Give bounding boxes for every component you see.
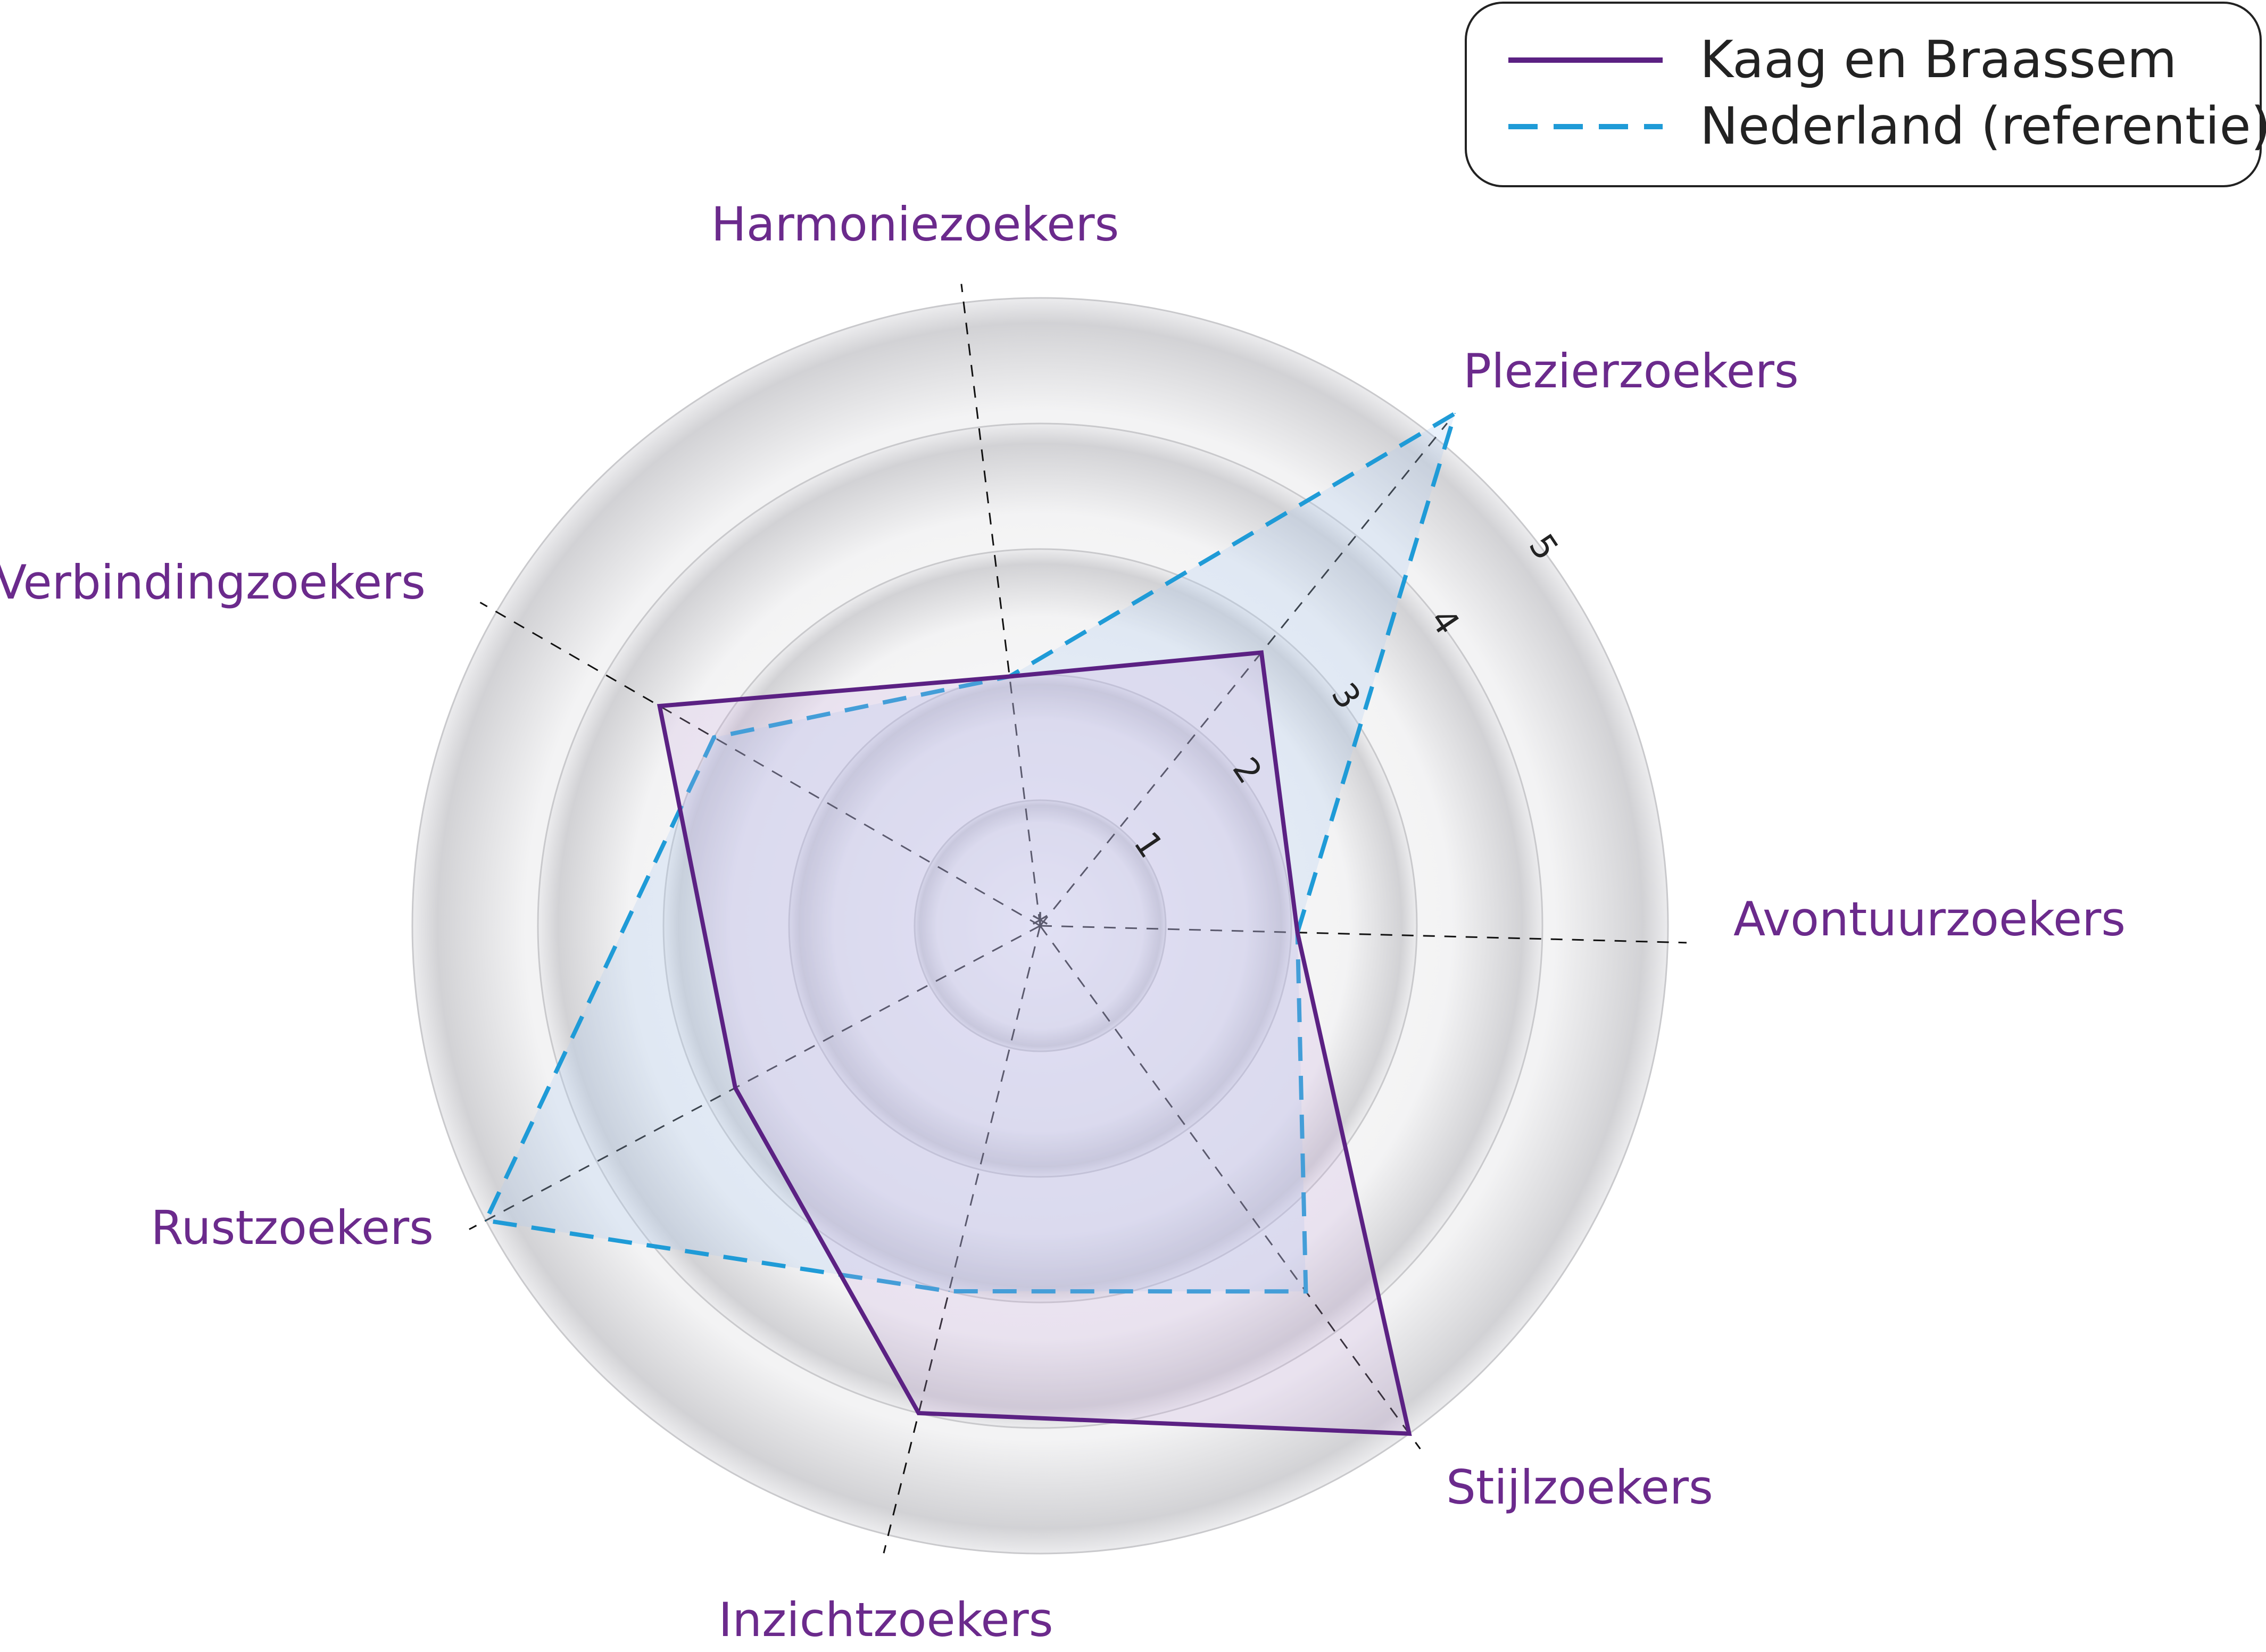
spoke-6 [1039,925,1421,1450]
spoke-5 [883,925,1041,1554]
series-1-polygon [657,650,1412,1436]
category-label-avontuurzoekers: Avontuurzoekers [1733,892,2126,947]
series-1-point-3 [659,705,660,707]
legend-box [1465,2,2262,187]
category-label-plezierzoekers: Plezierzoekers [1463,344,1799,399]
series-1-point-4 [734,1087,736,1089]
spoke-1 [1039,422,1448,926]
series-2-point-4 [485,1219,487,1221]
axis-spokes: * [469,284,1687,1554]
category-label-stijlzoekers: Stijlzoekers [1446,1460,1713,1515]
series-1-point-5 [918,1412,919,1414]
category-label-rustzoekers: Rustzoekers [151,1200,434,1255]
series-2-point-5 [948,1290,950,1292]
legend: Kaag en Braassem Nederland (referentie) [1465,2,2266,187]
spoke-2 [960,284,1041,926]
legend-label-series-1: Kaag en Braassem [1700,30,2177,89]
category-label-verbindingzoekers: Verbindingzoekers [0,555,426,610]
series-1-point-2 [1009,676,1010,677]
series-1-point-0 [1297,932,1298,933]
series-2-point-1 [1454,413,1456,414]
center-marker: * [1032,907,1049,946]
spoke-0 [1040,925,1687,944]
series-2-polygon [483,409,1459,1294]
series-layer [483,409,1459,1436]
series-1-point-1 [1260,652,1262,653]
category-label-harmoniezoekers: Harmoniezoekers [711,197,1119,252]
spoke-3 [479,602,1041,927]
series-2-point-6 [1305,1291,1307,1292]
series-2-point-3 [713,737,715,738]
category-labels: Avontuurzoekers Plezierzoekers Harmoniezoe… [0,197,2126,1647]
spoke-4 [469,925,1041,1230]
legend-label-series-2: Nederland (referentie) [1700,96,2266,156]
category-label-inzichtzoekers: Inzichtzoekers [718,1592,1053,1647]
series-1-point-6 [1408,1433,1410,1434]
